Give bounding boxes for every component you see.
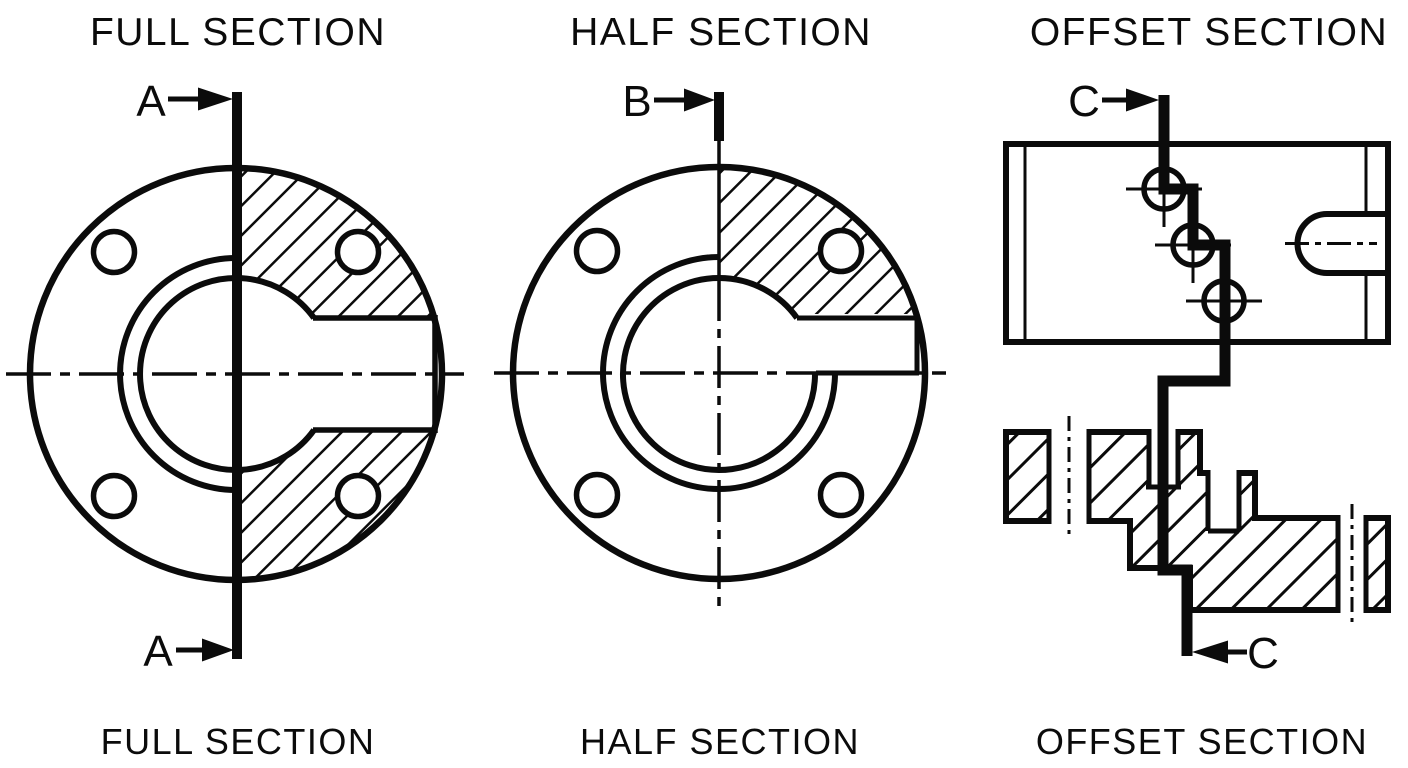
half-hatch-area <box>500 150 950 380</box>
cut-label-c-bottom: C <box>1247 629 1279 678</box>
half-outer-circle <box>509 163 929 583</box>
full-bolt-hole <box>334 472 382 520</box>
arrow-right-icon <box>1126 88 1159 112</box>
half-hub-arc <box>600 254 838 492</box>
full-bolt-hole <box>334 228 382 276</box>
cut-label-a-bottom: A <box>143 627 173 676</box>
offset-cut-arrow-bottom: C <box>1192 629 1279 678</box>
offset-section-caption: OFFSET SECTION <box>1036 721 1368 762</box>
full-section-title: FULL SECTION <box>90 11 386 54</box>
cut-label-c-top: C <box>1068 77 1100 126</box>
offset-hole-edges <box>1046 429 1369 613</box>
full-bolt-hole <box>90 472 138 520</box>
full-hub-arc <box>117 255 237 493</box>
offset-cut-arrow-top: C <box>1068 77 1159 126</box>
full-cut-arrow-top: A <box>136 77 233 126</box>
half-bore-arc <box>620 274 819 473</box>
offset-sectional-view <box>1000 416 1395 626</box>
offset-section-outline <box>1003 429 1391 613</box>
cut-label-a-top: A <box>136 77 166 126</box>
offset-section-centerlines <box>1067 416 1354 626</box>
arrow-right-icon <box>202 638 234 662</box>
half-bolt-hole <box>817 227 865 275</box>
full-cut-arrow-bottom: A <box>143 627 234 676</box>
half-cut-arrow: B <box>622 77 715 126</box>
full-section-caption: FULL SECTION <box>101 721 376 762</box>
panel-offset-section: OFFSET SECTION <box>1000 11 1395 762</box>
full-bolt-hole <box>90 228 138 276</box>
half-bolt-hole <box>573 227 621 275</box>
panel-half-section: HALF SECTION B HALF SECTION <box>494 11 950 762</box>
half-bolt-hole <box>817 471 865 519</box>
arrow-right-icon <box>684 88 715 112</box>
offset-cutting-plane-line <box>1157 95 1231 656</box>
arrow-left-icon <box>1192 640 1228 664</box>
full-bore-arc <box>137 275 317 473</box>
half-section-caption: HALF SECTION <box>580 721 860 762</box>
offset-section-title: OFFSET SECTION <box>1030 11 1388 54</box>
half-flange-outline <box>509 163 929 583</box>
half-section-title: HALF SECTION <box>570 11 872 54</box>
cut-label-b: B <box>622 77 651 126</box>
full-keyway <box>313 315 438 433</box>
half-bolt-hole <box>573 471 621 519</box>
offset-plan-outline <box>1003 141 1391 345</box>
panel-full-section: FULL SECTION A A FULL SECTION <box>6 11 470 762</box>
arrow-right-icon <box>198 87 233 111</box>
half-keyway <box>797 315 920 376</box>
